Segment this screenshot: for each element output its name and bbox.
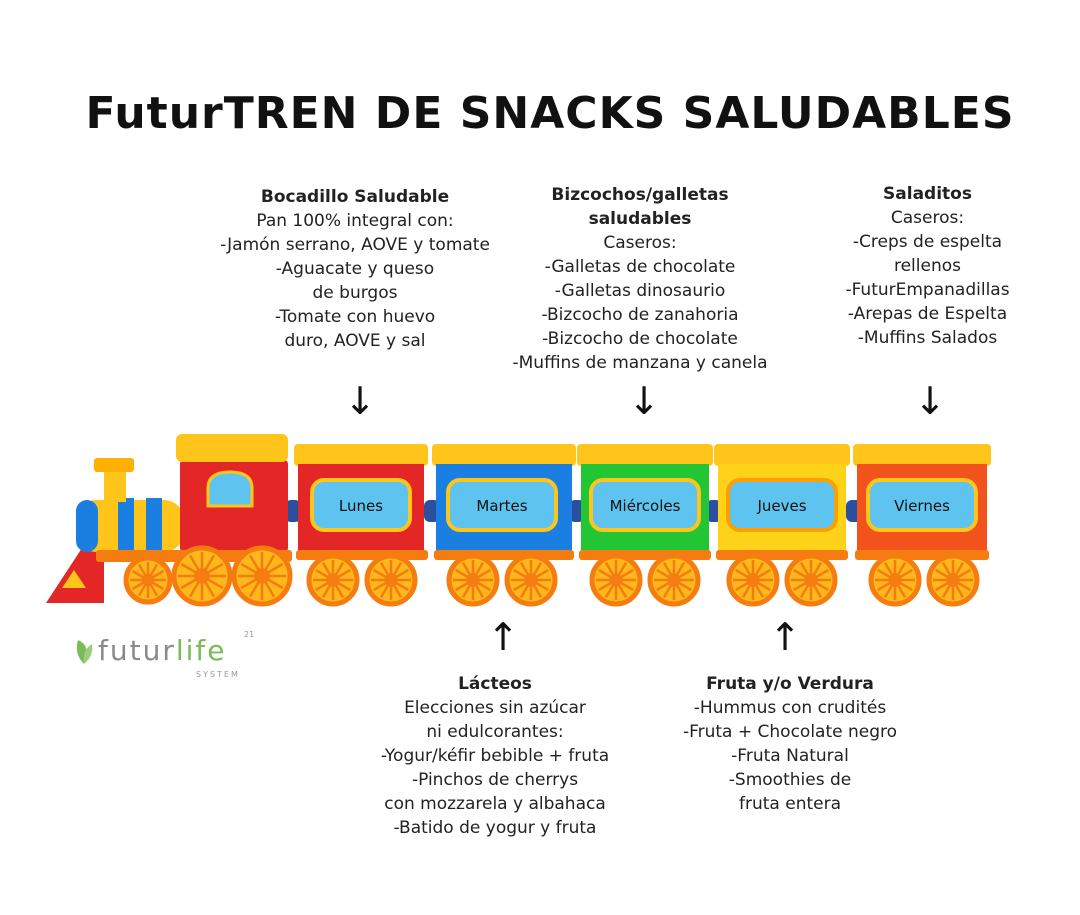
fruta-heading: Fruta y/o Verdura xyxy=(706,674,874,694)
wheel-icon xyxy=(647,553,701,607)
train-car-lunes: Lunes xyxy=(294,444,428,560)
saladitos-line: rellenos xyxy=(893,256,961,276)
train-car-miercoles: Miércoles xyxy=(577,444,713,560)
bizcochos-line: -Galletas de chocolate xyxy=(544,257,736,277)
bizcochos-line: Caseros: xyxy=(603,233,677,253)
train-car-jueves: Jueves xyxy=(714,444,850,560)
lacteos-line: -Pinchos de cherrys xyxy=(411,770,579,790)
saladitos-line: -Creps de espelta xyxy=(852,232,1003,252)
logo-brand-b: life xyxy=(175,634,227,667)
wheels xyxy=(123,545,980,607)
bizcochos-block: Bizcochos/galletas saludables Caseros: -… xyxy=(485,183,795,375)
wheel-icon xyxy=(868,553,922,607)
car-label-jueves: Jueves xyxy=(756,497,806,515)
lacteos-line: Elecciones sin azúcar xyxy=(404,698,586,718)
locomotive xyxy=(46,434,292,603)
futurlife-logo: futurlife 21 SYSTEM xyxy=(72,630,262,680)
wheel-icon xyxy=(446,553,500,607)
wheel-icon xyxy=(306,553,360,607)
bizcochos-line: -Bizcocho de chocolate xyxy=(542,329,738,349)
logo-number: 21 xyxy=(244,630,255,639)
lacteos-block: Lácteos Elecciones sin azúcar ni edulcor… xyxy=(350,672,640,840)
wheel-icon xyxy=(171,545,233,607)
saladitos-line: -FuturEmpanadillas xyxy=(845,280,1010,300)
bocadillo-block: Bocadillo Saludable Pan 100% integral co… xyxy=(190,185,520,353)
wheel-icon xyxy=(926,553,980,607)
car-label-lunes: Lunes xyxy=(339,497,383,515)
fruta-line: -Smoothies de xyxy=(728,770,852,790)
lacteos-line: -Batido de yogur y fruta xyxy=(393,818,597,838)
wheel-icon xyxy=(726,553,780,607)
saladitos-block: Saladitos Caseros: -Creps de espelta rel… xyxy=(815,182,1040,350)
wheel-icon xyxy=(784,553,838,607)
saladitos-heading: Saladitos xyxy=(883,184,972,204)
bocadillo-heading: Bocadillo Saludable xyxy=(260,187,450,207)
fruta-line: fruta entera xyxy=(739,794,841,814)
bocadillo-line: -Aguacate y queso xyxy=(275,259,435,279)
car-label-martes: Martes xyxy=(476,497,527,515)
logo-subtitle: SYSTEM xyxy=(196,670,240,679)
arrow-down-icon: ↓ xyxy=(628,379,660,423)
wheel-icon xyxy=(231,545,293,607)
logo-brand-a: futur xyxy=(98,634,176,667)
page-title: FuturTREN DE SNACKS SALUDABLES xyxy=(85,88,1015,139)
bocadillo-line: -Jamón serrano, AOVE y tomate xyxy=(220,235,490,255)
car-label-miercoles: Miércoles xyxy=(610,497,681,515)
leaf-icon xyxy=(76,640,93,664)
fruta-line: -Fruta Natural xyxy=(731,746,849,766)
fruta-block: Fruta y/o Verdura -Hummus con crudités -… xyxy=(655,672,925,816)
arrow-down-icon: ↓ xyxy=(344,379,376,423)
arrow-up-icon: ↑ xyxy=(487,615,519,659)
lacteos-heading: Lácteos xyxy=(458,674,532,694)
logo-wordmark: futurlife xyxy=(98,634,227,667)
fruta-line: -Fruta + Chocolate negro xyxy=(682,722,898,742)
wheel-icon xyxy=(589,553,643,607)
arrow-up-icon: ↑ xyxy=(769,615,801,659)
bizcochos-line: -Muffins de manzana y canela xyxy=(512,353,768,373)
lacteos-line: -Yogur/kéfir bebible + fruta xyxy=(380,746,610,766)
bizcochos-heading: saludables xyxy=(588,209,692,229)
bocadillo-line: Pan 100% integral con: xyxy=(256,211,454,231)
arrow-down-icon: ↓ xyxy=(914,379,946,423)
fruta-line: -Hummus con crudités xyxy=(693,698,887,718)
saladitos-line: Caseros: xyxy=(890,208,965,228)
wheel-icon xyxy=(123,555,173,605)
saladitos-line: -Muffins Salados xyxy=(857,328,998,348)
lacteos-line: ni edulcorantes: xyxy=(426,722,564,742)
train-illustration: Lunes Martes Miércoles Jueves Viernes xyxy=(46,434,991,607)
bocadillo-line: de burgos xyxy=(312,283,398,303)
bizcochos-heading: Bizcochos/galletas xyxy=(551,185,729,205)
lacteos-line: con mozzarela y albahaca xyxy=(384,794,606,814)
bocadillo-line: duro, AOVE y sal xyxy=(284,331,426,351)
bocadillo-line: -Tomate con huevo xyxy=(274,307,436,327)
train-car-viernes: Viernes xyxy=(853,444,991,560)
wheel-icon xyxy=(504,553,558,607)
bizcochos-line: -Bizcocho de zanahoria xyxy=(541,305,739,325)
car-label-viernes: Viernes xyxy=(894,497,950,515)
bizcochos-line: -Galletas dinosaurio xyxy=(554,281,726,301)
train-car-martes: Martes xyxy=(432,444,576,560)
saladitos-line: -Arepas de Espelta xyxy=(847,304,1008,324)
wheel-icon xyxy=(364,553,418,607)
